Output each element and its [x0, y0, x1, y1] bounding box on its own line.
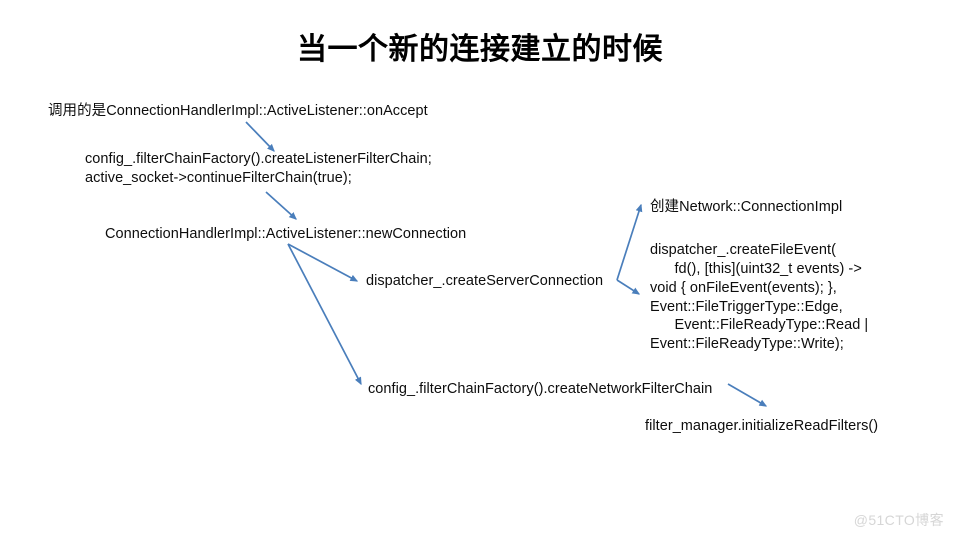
arrow-filterchain-to-newconnection: [265, 191, 297, 220]
text-listener-filter-chain: config_.filterChainFactory().createListe…: [85, 151, 432, 186]
arrow-createserverconnection-to-filecode: [616, 279, 641, 295]
page-title: 当一个新的连接建立的时候: [297, 33, 663, 66]
watermark: @51CTO博客: [853, 512, 944, 528]
arrow-createserverconnection-to-connectionimpl: [616, 203, 643, 281]
text-create-connection-impl: 创建Network::ConnectionImpl: [650, 199, 843, 215]
text-initialize-read-filters: filter_manager.initializeReadFilters(): [645, 418, 879, 434]
text-create-file-event: dispatcher_.createFileEvent( fd(), [this…: [650, 242, 869, 353]
arrow-newconnection-to-networkfilterchain: [287, 243, 362, 386]
text-create-server-connection: dispatcher_.createServerConnection: [366, 273, 604, 289]
text-create-network-filter-chain: config_.filterChainFactory().createNetwo…: [368, 381, 713, 397]
arrow-onaccept-to-filterchain: [245, 121, 275, 152]
arrow-newconnection-to-createserverconnection: [287, 243, 359, 282]
text-on-accept: 调用的是ConnectionHandlerImpl::ActiveListene…: [48, 103, 428, 119]
arrow-networkfilterchain-to-initreadfilters: [727, 383, 768, 407]
text-new-connection: ConnectionHandlerImpl::ActiveListener::n…: [105, 226, 467, 242]
